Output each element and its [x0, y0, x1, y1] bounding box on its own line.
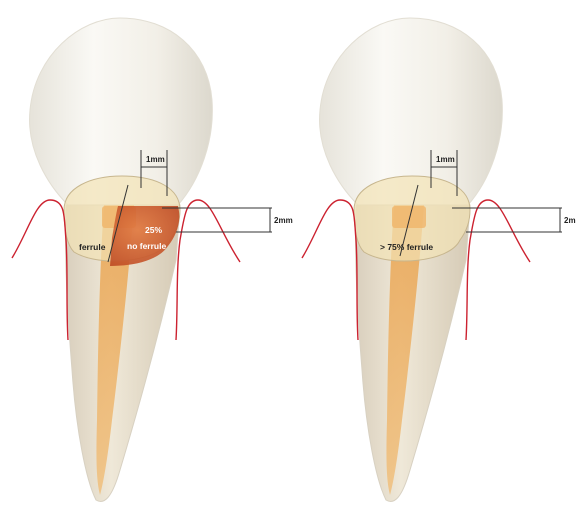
- right-width-label: 1mm: [436, 155, 455, 164]
- left-gingiva-line-left: [12, 200, 68, 340]
- left-height-label: 2mm: [274, 216, 293, 225]
- right-tooth-group: 1mm 2m > 75% ferrule: [302, 18, 576, 501]
- left-no-ferrule-label: no ferrule: [127, 241, 166, 251]
- left-tooth-group: 1mm 2mm ferrule 25% no ferrule: [12, 18, 293, 501]
- left-width-label: 1mm: [146, 155, 165, 164]
- right-gingiva-line-right: [466, 200, 530, 340]
- left-ferrule-label: ferrule: [79, 242, 106, 252]
- left-percent-label: 25%: [145, 225, 162, 235]
- right-height-label: 2m: [564, 216, 576, 225]
- right-ferrule-label: > 75% ferrule: [380, 242, 433, 252]
- left-gingiva-line-right: [176, 200, 240, 340]
- right-gingiva-line-left: [302, 200, 358, 340]
- right-post-core: [392, 206, 426, 228]
